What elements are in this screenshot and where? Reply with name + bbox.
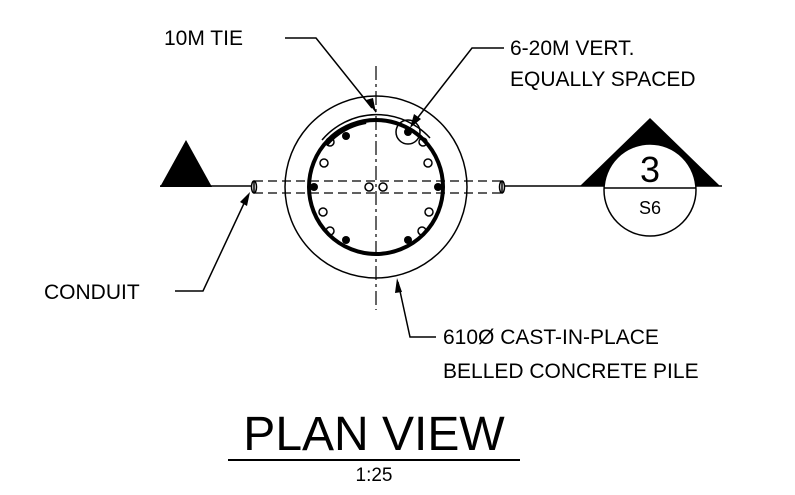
- conduit-label: CONDUIT: [44, 281, 140, 304]
- rebar-bar: [434, 183, 442, 191]
- rebar-bar-hollow: [318, 207, 328, 217]
- rebar-bar-hollow: [364, 182, 374, 192]
- vert-bar-leader: [411, 47, 504, 126]
- section-marker-circle: [603, 143, 697, 237]
- rebar-bar: [310, 183, 318, 191]
- tie-arc-inner: [324, 120, 367, 147]
- pile-leader: [397, 281, 436, 338]
- drawing-scale: 1:25: [356, 465, 393, 486]
- pile-label-line1: 610Ø CAST-IN-PLACE: [443, 326, 659, 349]
- rebar-bar: [404, 128, 412, 136]
- section-cut-marker-left: [160, 140, 212, 187]
- section-marker: 3 S6: [580, 118, 720, 237]
- tie-label: 10M TIE: [164, 27, 243, 50]
- rebar-bar: [404, 236, 412, 244]
- vert-bar-callout-circle: [395, 119, 421, 145]
- tie-leader: [285, 37, 373, 109]
- rebar-bar-hollow: [325, 137, 335, 147]
- conduit-right-end-cap: [498, 180, 506, 194]
- tie-leader-arrow: [366, 98, 376, 113]
- conduit-leader: [175, 196, 248, 292]
- pile-leader-arrow: [395, 278, 402, 293]
- rebar-bar-hollow: [378, 182, 388, 192]
- rebar-bar-hollow: [417, 226, 427, 236]
- rebar-bar-hollow: [424, 207, 434, 217]
- rebar-bar: [342, 132, 350, 140]
- tie-arc: [321, 113, 431, 141]
- conduit-left-end-cap: [250, 180, 258, 194]
- section-marker-sheet: S6: [639, 198, 661, 218]
- rebar-bar-hollow: [423, 158, 433, 168]
- vert-bar-leader-arrow: [410, 114, 421, 128]
- rebar-bar-hollow: [418, 137, 428, 147]
- vert-bar-label-line2: EQUALLY SPACED: [510, 68, 696, 91]
- pile-label-line2: BELLED CONCRETE PILE: [443, 360, 699, 383]
- section-marker-number: 3: [640, 149, 660, 190]
- rebar-bar-hollow: [319, 158, 329, 168]
- rebar-bar: [342, 236, 350, 244]
- rebar-bar-hollow: [325, 226, 335, 236]
- conduit-leader-arrow: [240, 192, 250, 206]
- vert-bar-label-line1: 6-20M VERT.: [510, 37, 635, 60]
- drawing-title: PLAN VIEW: [243, 408, 505, 461]
